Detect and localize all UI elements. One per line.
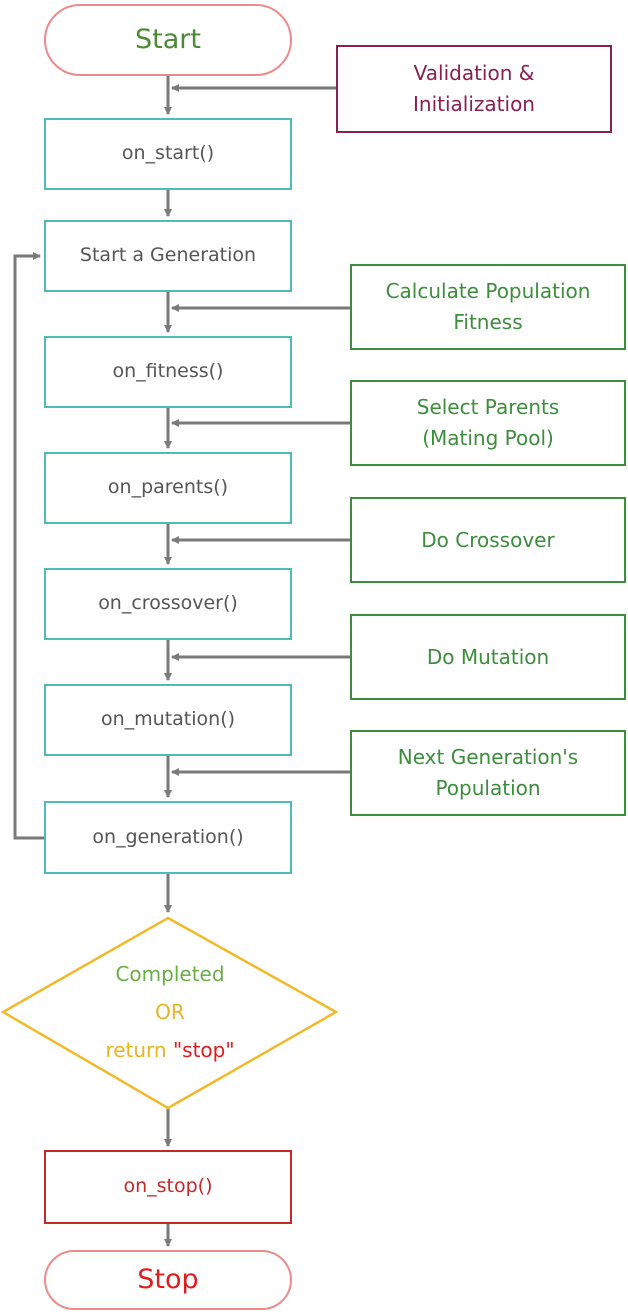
on-stop-label: on_stop() [123, 1175, 213, 1198]
on-stop-box: on_stop() [44, 1150, 292, 1224]
start-generation-box: Start a Generation [44, 220, 292, 292]
select-parents-line1: Select Parents [416, 395, 560, 419]
do-crossover-label: Do Crossover [421, 527, 555, 552]
on-fitness-box: on_fitness() [44, 336, 292, 408]
calculate-fitness-line2: Fitness [453, 310, 523, 334]
on-crossover-label: on_crossover() [98, 592, 238, 615]
next-generation-line1: Next Generation's [397, 745, 579, 769]
decision-diamond [0, 916, 339, 1110]
on-mutation-label: on_mutation() [100, 708, 236, 731]
start-generation-label: Start a Generation [79, 244, 257, 267]
start-terminal: Start [44, 4, 292, 76]
on-parents-label: on_parents() [107, 476, 229, 499]
on-crossover-box: on_crossover() [44, 568, 292, 640]
decision-return-word: return [105, 1038, 167, 1062]
do-crossover-box: Do Crossover [350, 497, 626, 583]
on-start-box: on_start() [44, 118, 292, 190]
calculate-fitness-box: Calculate Population Fitness [350, 264, 626, 350]
validation-line1: Validation & [413, 61, 535, 85]
validation-line2: Initialization [413, 92, 535, 116]
stop-label: Stop [137, 1264, 199, 1296]
on-start-label: on_start() [121, 142, 215, 165]
calculate-fitness-line1: Calculate Population [385, 279, 591, 303]
on-generation-label: on_generation() [92, 825, 244, 848]
on-fitness-label: on_fitness() [112, 360, 224, 383]
next-generation-population-box: Next Generation's Population [350, 730, 626, 816]
validation-initialization-box: Validation & Initialization [336, 45, 612, 133]
start-label: Start [135, 24, 201, 56]
stop-terminal: Stop [44, 1250, 292, 1310]
do-mutation-box: Do Mutation [350, 614, 626, 700]
decision-return-line: return "stop" [105, 1031, 234, 1069]
on-parents-box: on_parents() [44, 452, 292, 524]
next-generation-line2: Population [435, 776, 541, 800]
select-parents-box: Select Parents (Mating Pool) [350, 380, 626, 466]
decision-stop-value: "stop" [172, 1038, 235, 1062]
on-generation-box: on_generation() [44, 801, 292, 874]
decision-completed: Completed [115, 962, 225, 986]
decision-or: OR [155, 1000, 185, 1024]
arrow-loop-back [13, 252, 44, 840]
decision-text: Completed OR return "stop" [60, 952, 280, 1072]
do-mutation-label: Do Mutation [426, 644, 550, 669]
select-parents-line2: (Mating Pool) [422, 426, 554, 450]
on-mutation-box: on_mutation() [44, 684, 292, 756]
